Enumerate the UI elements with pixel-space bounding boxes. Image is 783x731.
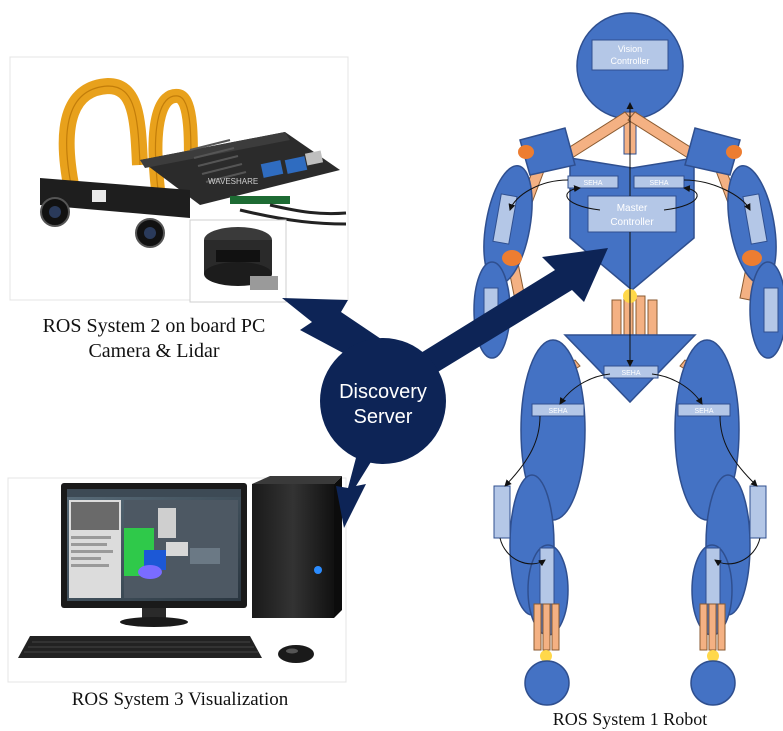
arrow-to-system1 (390, 248, 608, 392)
vision-controller-label-1: Vision (618, 44, 642, 54)
discovery-arrows: Discovery Server (282, 248, 608, 528)
master-controller-box (587, 195, 677, 233)
system3-desktop-image (7, 476, 347, 683)
robot-figure: Vision Controller Master Controller SEHA… (473, 12, 783, 706)
seha-label: SEHA (694, 408, 713, 415)
robot-bus-connectors (499, 102, 761, 567)
seha-module-shoulder-right: SEHA (633, 175, 685, 189)
seha-module-hip-left: SEHA (531, 403, 585, 417)
seha-label: SEHA (649, 180, 668, 187)
master-controller-label-2: Controller (610, 217, 654, 228)
system3-caption: ROS System 3 Visualization (71, 689, 289, 710)
system2-caption-line-2: Camera & Lidar (88, 340, 220, 362)
seha-label: SEHA (583, 180, 602, 187)
discovery-server-label-2: Server (354, 406, 413, 428)
discovery-server-label-1: Discovery (339, 381, 427, 403)
board-brand-text: WAVESHARE (208, 177, 258, 186)
vision-controller-box (591, 39, 669, 71)
seha-module-hip-right: SEHA (677, 403, 731, 417)
system1-caption: ROS System 1 Robot (552, 709, 708, 729)
system2-caption: ROS System 2 on board PC Camera & Lidar (14, 314, 294, 364)
seha-module-shoulder-left: SEHA (567, 175, 619, 189)
seha-module-pelvis: SEHA (603, 365, 659, 379)
system2-caption-line-1: ROS System 2 on board PC (42, 315, 266, 337)
seha-label: SEHA (548, 408, 567, 415)
system2-hardware-image: WAVESHARE (9, 56, 349, 303)
vision-controller-label-2: Controller (610, 56, 649, 66)
discovery-server-node (320, 338, 446, 464)
master-controller-label-1: Master (617, 203, 648, 214)
seha-label: SEHA (621, 370, 640, 377)
